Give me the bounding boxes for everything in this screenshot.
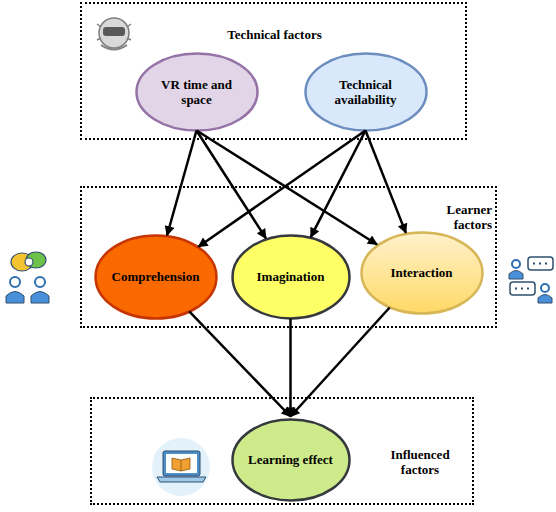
group-label: Technical factors	[182, 27, 367, 42]
chat-icon	[509, 257, 553, 303]
factor-ellipse: Imagination	[231, 234, 351, 320]
ellipse-shape	[232, 235, 349, 318]
ellipse-shape	[232, 419, 349, 500]
factor-label: Comprehension	[112, 269, 200, 284]
vr-icon-rays	[97, 24, 131, 40]
arrow-connector	[366, 131, 406, 233]
book-symbol	[172, 458, 190, 471]
person-head	[35, 277, 45, 287]
group-label: Learner factors	[428, 202, 492, 232]
arrow-connector	[289, 319, 292, 417]
chat-bubble	[528, 257, 553, 270]
factor-ellipse: Comprehension	[94, 234, 218, 320]
laptop-base	[157, 477, 206, 482]
ellipse-text-holder: Interaction	[360, 231, 484, 315]
group-label: Influenced factors	[372, 447, 468, 477]
discussion-icon	[6, 252, 49, 303]
factor-label: Learning effect	[248, 452, 333, 467]
gear-symbol	[25, 258, 33, 266]
ellipse-shape	[361, 232, 482, 313]
vr-icon-body	[101, 45, 127, 50]
chat-dots	[533, 263, 547, 265]
vr-icon-headset	[103, 27, 125, 36]
laptop-display	[166, 454, 197, 473]
chat-dots	[515, 288, 529, 290]
speech-bubble	[26, 252, 46, 268]
arrow-connector	[311, 131, 366, 238]
vr-icon-head	[99, 18, 129, 48]
ellipse-text-holder: Technical availability	[304, 52, 428, 132]
ellipse-shape	[305, 53, 426, 130]
ellipse-shape	[136, 53, 257, 130]
person-body	[31, 292, 49, 304]
ellipse-shape	[95, 235, 216, 318]
laptop-icon	[152, 438, 210, 496]
book-spine	[181, 460, 182, 471]
ellipse-text-holder: Imagination	[231, 234, 351, 320]
group-frame: Technical factors VR time and space Techni…	[80, 2, 467, 140]
arrow-connector	[197, 131, 266, 239]
arrow-connector	[198, 131, 365, 247]
ellipse-text-holder: Comprehension	[94, 234, 218, 320]
factor-label: Technical availability	[318, 77, 414, 107]
arrow-connector	[291, 307, 390, 416]
ellipse-text-holder: Learning effect	[231, 418, 351, 502]
factor-label: VR time and space	[149, 77, 245, 107]
person-body	[6, 292, 24, 304]
arrow-connector	[167, 131, 196, 236]
chat-bubble	[510, 282, 535, 295]
vr-icon	[97, 18, 131, 50]
ellipse-text-holder: VR time and space	[135, 52, 259, 132]
person-body	[509, 271, 523, 280]
factor-ellipse: VR time and space	[135, 52, 259, 132]
factor-label: Imagination	[257, 269, 325, 284]
outcome-ellipse: Learning effect	[231, 418, 351, 502]
person-head	[541, 284, 549, 292]
person-head	[512, 260, 520, 268]
icon-backdrop	[152, 438, 210, 496]
group-frame: Influenced factors Learning effect	[90, 397, 474, 505]
person-body	[538, 295, 552, 304]
factor-label: Interaction	[390, 265, 452, 280]
group-frame: Learner factorsComprehension Imagination I…	[80, 186, 497, 328]
factor-ellipse: Interaction	[360, 231, 484, 315]
laptop-screen	[163, 451, 200, 476]
factor-ellipse: Technical availability	[304, 52, 428, 132]
person-head	[10, 277, 20, 287]
